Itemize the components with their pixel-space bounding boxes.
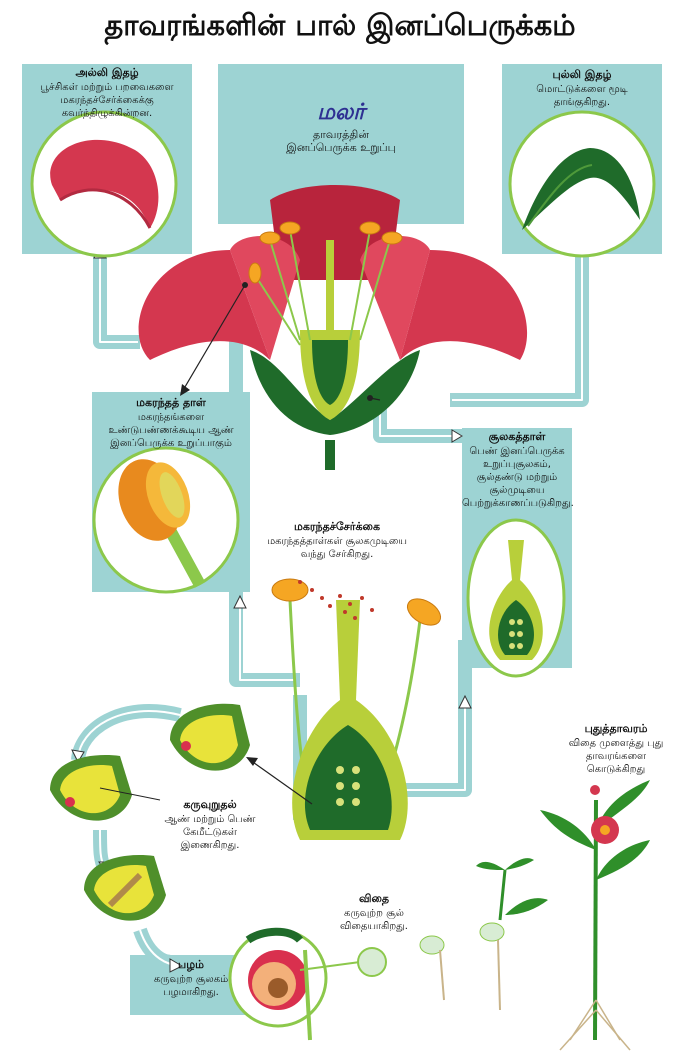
newplant-text: விதை முளைத்து புது தாவரங்களை கொடுக்கிறது (568, 738, 664, 775)
ovary-stage-3 (84, 855, 166, 921)
germination-illustration (419, 858, 548, 1011)
pistil-circle (466, 518, 566, 678)
pistil-pointer-dot (367, 395, 373, 401)
ovary-stage-1 (170, 703, 250, 771)
fruit-heading: பழம் (178, 958, 204, 971)
pollination-text: மகரந்தத்தாள்கள் சூலகமுடியை வந்து சேர்கிற… (267, 536, 407, 560)
fruit-label: பழம் கருவுற்ற சூலகம் பழமாகிறது. (130, 958, 252, 999)
pistil-label: சூலகத்தாள் பெண் இனப்பெருக்க உறுப்புசூலகம… (462, 430, 574, 510)
pistil-text: பெண் இனப்பெருக்க உறுப்புசூலகம், சூல்தண்ட… (462, 446, 574, 509)
arrow-icon (71, 749, 85, 764)
connector-lines (77, 254, 583, 966)
arrow-icon (246, 757, 258, 766)
new-plant-illustration (540, 780, 650, 1051)
flower-name: மலர் (317, 100, 365, 125)
fruit-circle (228, 927, 328, 1041)
pollination-heading: மகரந்தச்சேர்க்கை (293, 520, 380, 533)
petal-text: பூச்சிகள் மற்றும் பறவைகளை மகரந்தச்சேர்க்… (40, 82, 174, 119)
ovary-stage-2 (50, 755, 132, 821)
page-title: தாவரங்களின் பால் இனப்பெருக்கம் (104, 8, 576, 42)
flower-desc: தாவரத்தின் இனப்பெருக்க உறுப்பு (286, 128, 396, 154)
fertilisation-pointer (249, 759, 313, 805)
stamen-circle (92, 446, 240, 594)
flower-label: மலர் தாவரத்தின் இனப்பெருக்க உறுப்பு (218, 100, 464, 154)
arrow-icon (169, 958, 184, 973)
stamen-label: மகரந்தத் தாள் மகரந்தங்களை உண்டுபண்ணக்கூட… (92, 396, 250, 450)
petal-circle (30, 110, 178, 258)
fertilisation-label: கருவுறுதல் ஆண் மற்றும் பெண் கேமீட்டுகள் … (160, 798, 260, 852)
seed-heading: விதை (358, 892, 390, 905)
sepal-label: புல்லி இதழ் மொட்டுக்களை மூடி தாங்குகிறது… (512, 68, 652, 109)
pistil-heading: சூலகத்தாள் (488, 430, 546, 443)
seed-text: கருவுற்ற சூல் விதையாகிறது. (339, 908, 408, 932)
sepal-text: மொட்டுக்களை மூடி தாங்குகிறது. (536, 84, 628, 108)
arrow-icon (180, 384, 190, 396)
petal-heading: அல்லி இதழ் (75, 66, 139, 79)
pollination-label: மகரந்தச்சேர்க்கை மகரந்தத்தாள்கள் சூலகமுட… (262, 520, 412, 561)
sepal-circle (508, 110, 656, 258)
flower-illustration (138, 185, 528, 470)
pollination-illustration (271, 578, 442, 840)
fruit-text: கருவுற்ற சூலகம் பழமாகிறது. (153, 974, 229, 998)
stamen-text: மகரந்தங்களை உண்டுபண்ணக்கூடிய ஆண் இனப்பெர… (108, 412, 234, 449)
petal-label: அல்லி இதழ் பூச்சிகள் மற்றும் பறவைகளை மகர… (22, 66, 192, 120)
arrow-icon (458, 694, 472, 709)
stamen-pointer-dot (242, 282, 248, 288)
arrow-icon (233, 594, 247, 609)
sepal-heading: புல்லி இதழ் (552, 68, 612, 81)
stamen-heading: மகரந்தத் தாள் (136, 396, 206, 409)
newplant-label: புதுத்தாவரம் விதை முளைத்து புது தாவரங்கள… (556, 722, 676, 776)
newplant-heading: புதுத்தாவரம் (584, 722, 648, 735)
arrow-icon (451, 429, 463, 443)
seed-label: விதை கருவுற்ற சூல் விதையாகிறது. (324, 892, 424, 933)
seed-illustration (299, 947, 387, 977)
stamen-pointer (181, 284, 246, 393)
fertilisation-heading: கருவுறுதல் (183, 798, 237, 811)
fertilisation-text: ஆண் மற்றும் பெண் கேமீட்டுகள் இணைகிறது. (164, 814, 256, 851)
fertilisation-label-pointer (99, 787, 161, 801)
